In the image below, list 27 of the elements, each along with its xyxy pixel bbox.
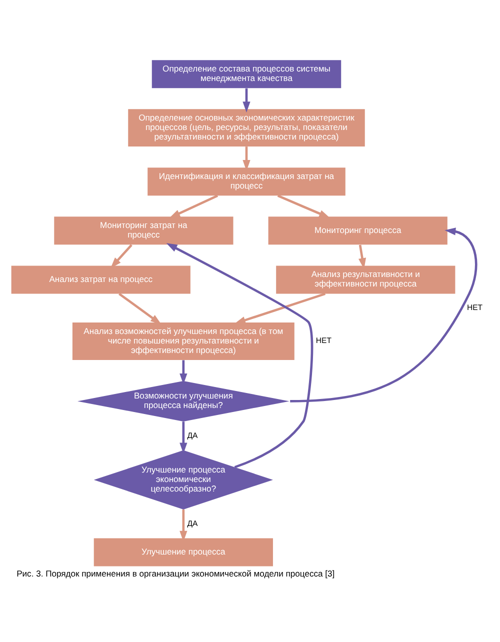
arrow xyxy=(242,146,250,171)
arrow xyxy=(180,360,188,384)
arrow xyxy=(180,422,188,454)
node-box: Анализ возможностей улучшения процесса (в том числе повышения результативности и эффективности процесса) xyxy=(72,322,294,360)
edge-label: ДА xyxy=(187,430,198,440)
arrow xyxy=(169,194,218,218)
node-box: Анализ затрат на процесс xyxy=(11,266,190,294)
arrow xyxy=(234,292,326,324)
node-box: Анализ результативности и эффективности процесса xyxy=(276,266,456,294)
node-diamond: Улучшение процесса экономически целесообразно? xyxy=(94,450,273,510)
edge-label: НЕТ xyxy=(466,303,483,312)
arrow xyxy=(118,292,162,324)
node-box: Улучшение процесса xyxy=(94,538,273,566)
caption: Рис. 3. Порядок применения в организации экономической модели процесса [3] xyxy=(16,568,335,578)
arrow xyxy=(277,194,330,218)
node-box: Определение основных экономических характеристик процессов (цель, ресурсы, результаты, показатели результативности и эффективности процесса) xyxy=(128,109,365,147)
edge-label: ДА xyxy=(187,518,198,528)
arrow xyxy=(242,88,250,112)
arrow xyxy=(110,244,132,268)
node-box: Идентификация и классификация затрат на процесс xyxy=(148,168,346,196)
node-diamond: Возможности улучшения процесса найдены? xyxy=(78,380,290,422)
edge-label: НЕТ xyxy=(316,336,332,346)
arrow xyxy=(290,228,478,402)
node-box: Определение состава процессов системы менеджмента качества xyxy=(152,60,342,88)
node-box: Мониторинг затрат на процесс xyxy=(54,216,234,245)
node-box: Мониторинг процесса xyxy=(268,216,448,245)
arrow xyxy=(166,243,314,468)
